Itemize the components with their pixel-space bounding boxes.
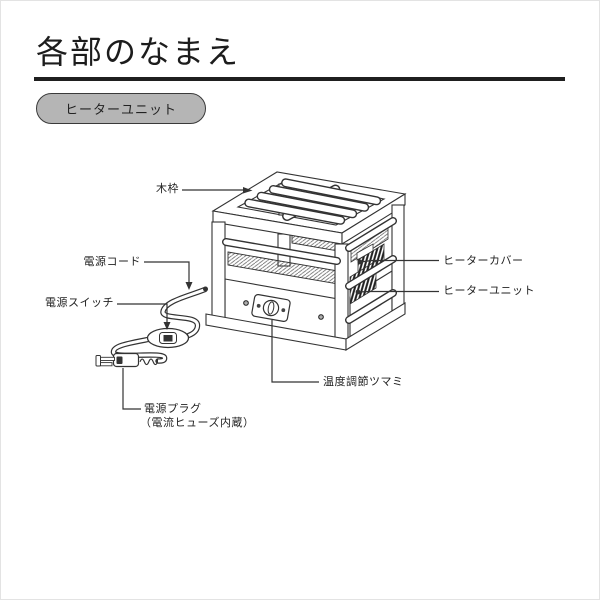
page-title: 各部のなまえ — [36, 34, 241, 70]
knob-plate — [251, 293, 291, 323]
side-rails — [222, 217, 397, 324]
label-power-cord: 電源コード — [83, 256, 141, 268]
leader-lines — [117, 187, 439, 410]
panel-screws — [243, 300, 324, 320]
device-drawing — [95, 171, 407, 368]
section-badge-label: ヒーターユニット — [64, 102, 177, 117]
leader-wood-frame — [182, 187, 253, 194]
leader-power-cord — [144, 261, 193, 290]
base-plinth — [205, 302, 406, 351]
label-power-plug-line1: 電源プラグ — [144, 403, 202, 415]
leader-heater-cover — [357, 259, 439, 265]
plug-prong — [100, 356, 115, 361]
wood-frame-top — [211, 171, 407, 245]
section-badge: ヒーターユニット — [36, 93, 206, 124]
label-wood-frame: 木枠 — [156, 183, 179, 195]
leader-power-plug — [122, 368, 141, 410]
label-temp-knob: 温度調節ツマミ — [323, 376, 404, 388]
power-switch[interactable] — [146, 327, 190, 349]
leader-heater-unit — [355, 289, 439, 295]
leader-power-switch — [117, 303, 171, 330]
label-heater-cover: ヒーターカバー — [443, 255, 524, 267]
corner-posts — [211, 204, 405, 344]
title-rule — [34, 77, 565, 81]
label-heater-unit: ヒーターユニット — [443, 285, 535, 297]
plug-prong — [100, 362, 113, 367]
label-power-switch: 電源スイッチ — [45, 297, 114, 309]
power-plug[interactable] — [95, 352, 159, 368]
power-cord-assembly — [95, 286, 208, 368]
label-power-plug: 電源プラグ （電流ヒューズ内蔵） — [140, 402, 254, 430]
leader-temp-knob — [271, 320, 319, 383]
top-bars — [244, 178, 382, 225]
label-power-plug-line2: （電流ヒューズ内蔵） — [140, 417, 255, 429]
